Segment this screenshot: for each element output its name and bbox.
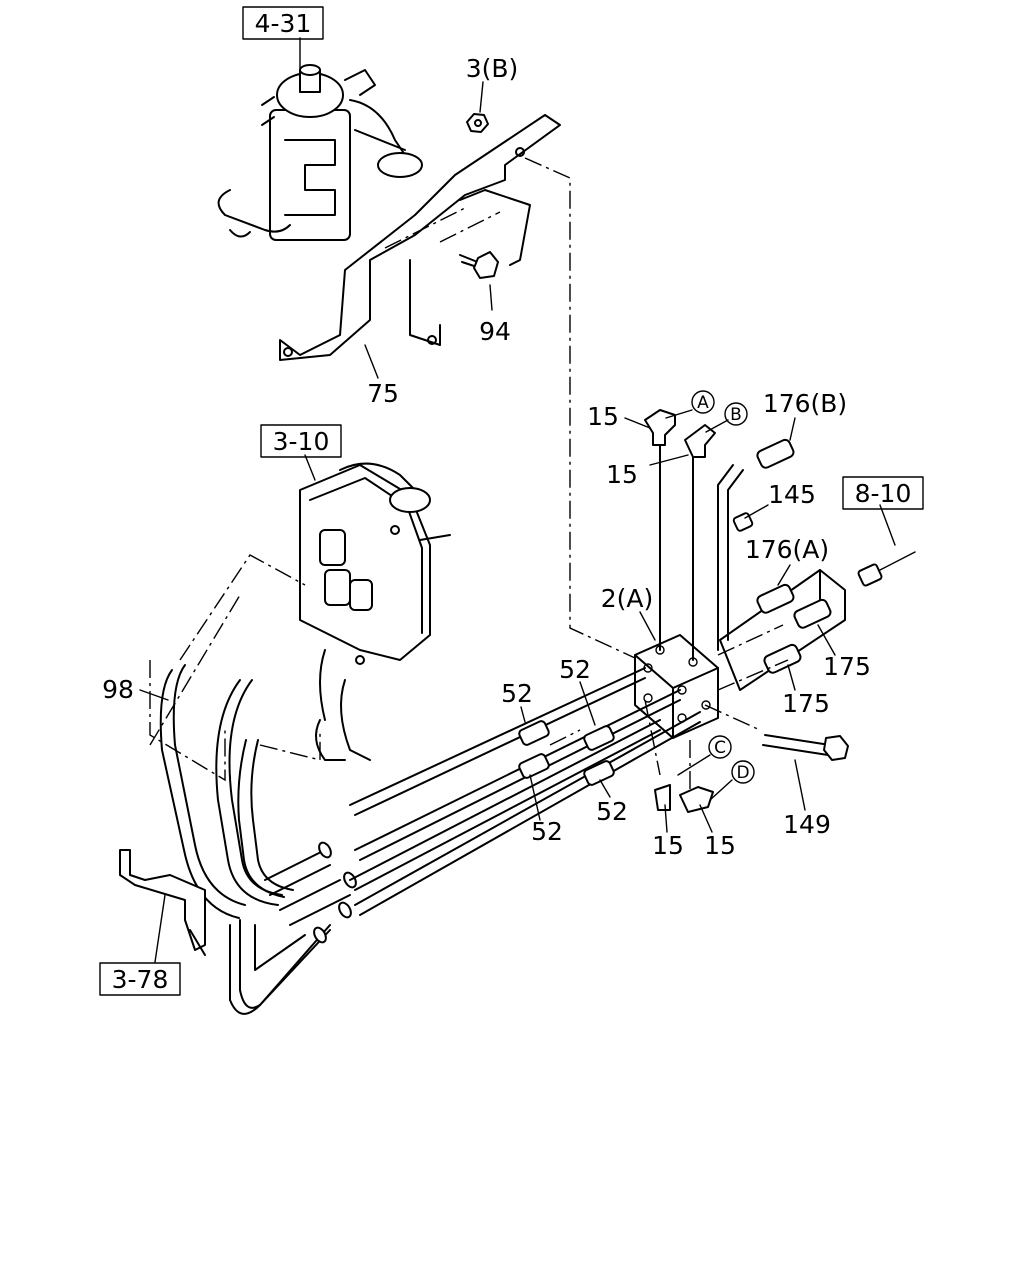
callout-15-c: 15 bbox=[652, 831, 684, 860]
circle-letter-b: B bbox=[730, 405, 742, 425]
fittings-52 bbox=[518, 720, 615, 786]
callout-175-b: 175 bbox=[782, 689, 830, 718]
callout-75: 75 bbox=[367, 379, 399, 408]
ref-label-3-78: 3-78 bbox=[112, 965, 169, 994]
ref-label-8-10: 8-10 bbox=[855, 479, 912, 508]
circle-d bbox=[731, 760, 755, 784]
callout-3b: 3(B) bbox=[466, 54, 519, 83]
sensor-bar bbox=[719, 569, 846, 691]
callout-52-a: 52 bbox=[501, 679, 533, 708]
callout-15-b: 15 bbox=[606, 460, 638, 489]
bolt-149 bbox=[762, 734, 849, 761]
sensors bbox=[732, 438, 916, 674]
bracket-75 bbox=[279, 114, 561, 361]
callout-176b: 176(B) bbox=[763, 389, 847, 418]
callout-labels: 3(B) 94 75 15 15 176(B) 145 176(A) 2(A) … bbox=[102, 54, 871, 860]
block-pipes bbox=[349, 439, 744, 916]
ref-label-3-10: 3-10 bbox=[273, 427, 330, 456]
ref-box-4-31 bbox=[242, 6, 324, 40]
callout-176a: 176(A) bbox=[745, 535, 829, 564]
reference-boxes: 4-31 3-10 8-10 3-78 bbox=[99, 6, 924, 996]
alignment-lines bbox=[149, 157, 789, 790]
top-assembly bbox=[217, 64, 423, 241]
circle-c bbox=[708, 735, 732, 759]
callout-98: 98 bbox=[102, 675, 134, 704]
pipe-bundle-98 bbox=[159, 664, 357, 1015]
bracket-3-78 bbox=[119, 849, 206, 956]
callout-52-b: 52 bbox=[559, 655, 591, 684]
callout-145: 145 bbox=[768, 480, 816, 509]
ref-box-3-10 bbox=[260, 424, 342, 458]
callout-15-a: 15 bbox=[587, 402, 619, 431]
circle-a bbox=[691, 390, 715, 414]
callout-2a: 2(A) bbox=[601, 584, 654, 613]
callout-52-d: 52 bbox=[596, 797, 628, 826]
callout-52-c: 52 bbox=[531, 817, 563, 846]
ref-label-4-31: 4-31 bbox=[255, 9, 312, 38]
circle-letter-a: A bbox=[697, 393, 709, 413]
circle-letter-d: D bbox=[736, 763, 749, 783]
nut-3b bbox=[466, 113, 489, 133]
leader-lines bbox=[139, 37, 896, 963]
circle-letters: A B C D bbox=[691, 390, 755, 784]
elbows-15 bbox=[644, 409, 716, 813]
ref-box-8-10 bbox=[842, 476, 924, 510]
ref-box-3-78 bbox=[99, 962, 181, 996]
circle-letter-c: C bbox=[714, 738, 726, 758]
bolt-94 bbox=[459, 251, 499, 279]
circle-b bbox=[724, 402, 748, 426]
block-2a bbox=[634, 634, 719, 739]
valve-assembly-3-10 bbox=[299, 462, 451, 761]
callout-15-d: 15 bbox=[704, 831, 736, 860]
callout-149: 149 bbox=[783, 810, 831, 839]
callout-94: 94 bbox=[479, 317, 511, 346]
callout-175-a: 175 bbox=[823, 652, 871, 681]
